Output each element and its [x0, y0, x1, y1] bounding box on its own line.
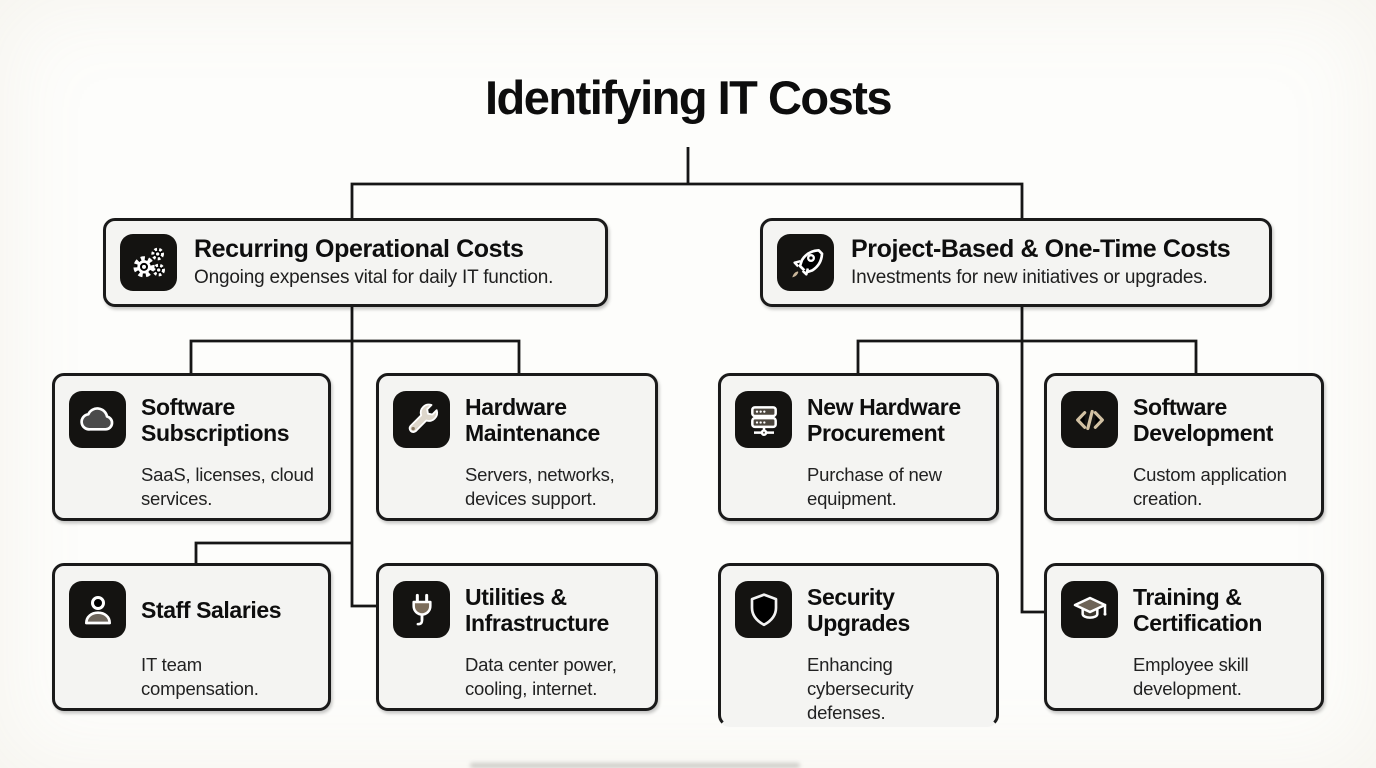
- subcategory-card-training-certification: Training & Certification Employee skill …: [1044, 563, 1324, 711]
- subcategory-header: Training & Certification: [1047, 566, 1321, 638]
- subcategory-card-staff-salaries: Staff Salaries IT team compensation.: [52, 563, 331, 711]
- connector-right-row1: [856, 339, 1198, 373]
- cloud-icon: [79, 406, 113, 431]
- icon-tile: [69, 581, 126, 638]
- code-icon: [1075, 409, 1104, 430]
- icon-tile: [777, 234, 834, 291]
- subcategory-title: New Hardware Procurement: [807, 393, 961, 446]
- category-card-recurring-operational-costs: Recurring Operational Costs Ongoing expe…: [103, 218, 608, 307]
- icon-tile: [735, 391, 792, 448]
- category-card-project-one-time-costs: Project-Based & One-Time Costs Investmen…: [760, 218, 1272, 307]
- icon-tile: [735, 581, 792, 638]
- wrench-icon: [408, 403, 438, 433]
- icon-tile: [120, 234, 177, 291]
- connector-top-spread: [350, 182, 1024, 218]
- category-description: Ongoing expenses vital for daily IT func…: [194, 267, 554, 289]
- subcategory-card-new-hardware-procurement: New Hardware Procurement Purchase of new…: [718, 373, 999, 521]
- rocket-icon: [791, 248, 823, 277]
- subcategory-title: Hardware Maintenance: [465, 393, 600, 446]
- subcategory-title: Security Upgrades: [807, 583, 910, 636]
- subcategory-card-software-development: Software Development Custom application …: [1044, 373, 1324, 521]
- subcategory-header: Utilities & Infrastructure: [379, 566, 655, 638]
- subcategory-description: Employee skill development.: [1133, 654, 1249, 700]
- page-title: Identifying IT Costs: [484, 71, 893, 124]
- subcategory-header: Software Development: [1047, 376, 1321, 448]
- subcategory-card-security-upgrades: Security Upgrades Enhancing cybersecurit…: [718, 563, 999, 727]
- subcategory-description: Servers, networks, devices support.: [465, 464, 615, 510]
- subcategory-description: Custom application creation.: [1133, 464, 1287, 510]
- subcategory-header: Security Upgrades: [721, 566, 996, 638]
- graduation-cap-icon: [1073, 596, 1106, 619]
- icon-tile: [393, 581, 450, 638]
- subcategory-card-utilities-infrastructure: Utilities & Infrastructure Data center p…: [376, 563, 658, 711]
- subcategory-card-software-subscriptions: Software Subscriptions SaaS, licenses, c…: [52, 373, 331, 521]
- subcategory-title: Utilities & Infrastructure: [465, 583, 609, 636]
- connector-left-staff-branch: [194, 541, 352, 563]
- subcategory-header: Staff Salaries: [55, 566, 328, 638]
- category-text: Project-Based & One-Time Costs Investmen…: [851, 234, 1231, 290]
- subcategory-title: Staff Salaries: [141, 596, 282, 623]
- category-title: Recurring Operational Costs: [194, 234, 524, 263]
- server-icon: [750, 405, 777, 436]
- subcategory-card-hardware-maintenance: Hardware Maintenance Servers, networks, …: [376, 373, 658, 521]
- subcategory-description: IT team compensation.: [141, 654, 259, 700]
- gears-icon: [132, 247, 165, 277]
- category-description: Investments for new initiatives or upgra…: [851, 267, 1208, 289]
- plug-icon: [411, 593, 432, 625]
- person-icon: [84, 595, 111, 624]
- subcategory-description: SaaS, licenses, cloud services.: [141, 464, 314, 510]
- subcategory-title: Software Subscriptions: [141, 393, 290, 446]
- category-title: Project-Based & One-Time Costs: [851, 234, 1231, 263]
- connector-right-spine: [1020, 307, 1045, 614]
- subcategory-title: Software Development: [1133, 393, 1274, 446]
- subcategory-header: New Hardware Procurement: [721, 376, 996, 448]
- subcategory-description: Enhancing cybersecurity defenses.: [807, 654, 914, 724]
- shield-icon: [750, 592, 777, 626]
- subcategory-header: Hardware Maintenance: [379, 376, 655, 448]
- category-text: Recurring Operational Costs Ongoing expe…: [194, 234, 554, 290]
- subcategory-description: Data center power, cooling, internet.: [465, 654, 617, 700]
- subcategory-title: Training & Certification: [1133, 583, 1262, 636]
- icon-tile: [393, 391, 450, 448]
- icon-tile: [69, 391, 126, 448]
- connector-left-row1: [189, 339, 521, 373]
- subcategory-header: Software Subscriptions: [55, 376, 328, 448]
- bottom-shadow-artifact: [470, 763, 800, 768]
- subcategory-description: Purchase of new equipment.: [807, 464, 942, 510]
- icon-tile: [1061, 581, 1118, 638]
- icon-tile: [1061, 391, 1118, 448]
- connector-left-spine: [350, 307, 377, 608]
